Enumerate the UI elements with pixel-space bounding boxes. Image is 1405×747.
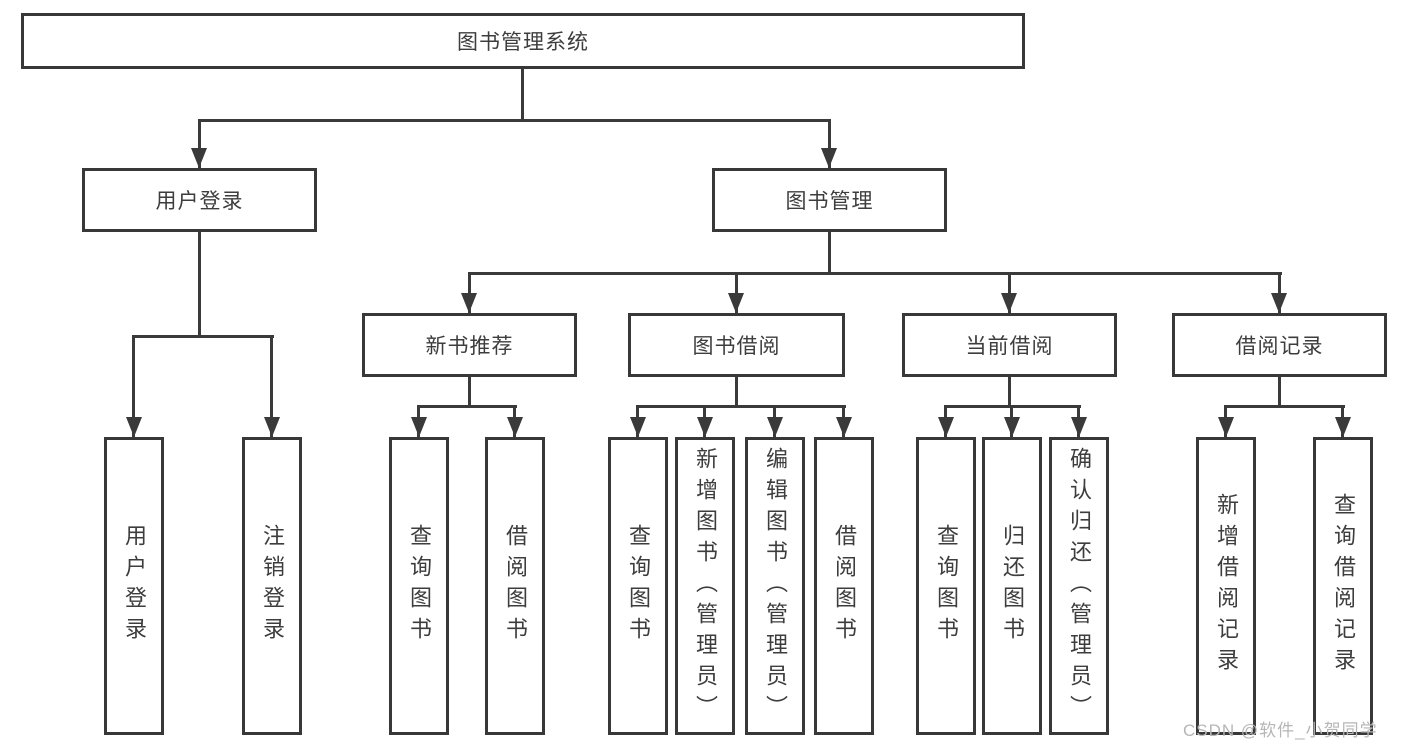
leaf-borrow-books-recommend: 借阅图书: [485, 437, 545, 735]
arrowhead-down-icon: [1218, 417, 1234, 437]
leaf-query-borrow-record: 查询借阅记录: [1313, 437, 1373, 735]
edge-user-login-stem: [198, 232, 201, 335]
leaf-label: 查询借阅记录: [1331, 493, 1356, 679]
edge-drop-current-borrow: [1008, 272, 1011, 313]
edge-drop-logout-leaf: [270, 335, 273, 437]
node-current-borrowing: 当前借阅: [902, 313, 1117, 377]
arrowhead-down-icon: [767, 417, 783, 437]
arrowhead-down-icon: [836, 417, 852, 437]
leaf-query-books-current: 查询图书: [916, 437, 976, 735]
edge-drop-user-login: [198, 119, 201, 168]
node-borrowing-records: 借阅记录: [1172, 313, 1387, 377]
leaf-label: 编辑图书（管理员）: [763, 446, 788, 726]
arrowhead-down-icon: [938, 417, 954, 437]
edge-user-login-crossbar: [132, 335, 274, 338]
arrowhead-down-icon: [411, 417, 427, 437]
leaf-return-books: 归还图书: [982, 437, 1042, 735]
arrowhead-down-icon: [1271, 293, 1287, 313]
node-book-management: 图书管理: [712, 168, 947, 232]
arrowhead-down-icon: [821, 148, 837, 168]
leaf-query-books-borrowing: 查询图书: [608, 437, 668, 735]
edge-book-borrow-stem: [735, 377, 738, 405]
edge-root-crossbar: [198, 119, 831, 122]
node-new-book-recommendation: 新书推荐: [362, 313, 577, 377]
edge-book-mgmt-crossbar: [468, 272, 1282, 275]
arrowhead-down-icon: [1001, 293, 1017, 313]
arrowhead-down-icon: [264, 417, 280, 437]
node-library-management-system: 图书管理系统: [21, 13, 1025, 69]
arrowhead-down-icon: [728, 293, 744, 313]
edge-new-book-stem: [468, 377, 471, 405]
leaf-query-books-recommend: 查询图书: [389, 437, 449, 735]
arrowhead-down-icon: [126, 417, 142, 437]
leaf-label: 查询图书: [934, 524, 959, 648]
leaf-label: 确认归还（管理员）: [1067, 446, 1092, 726]
leaf-label: 查询图书: [626, 524, 651, 648]
edge-borrow-record-stem: [1278, 377, 1281, 405]
edge-drop-book-mgmt: [828, 119, 831, 168]
edge-book-mgmt-stem: [828, 232, 831, 272]
leaf-user-login: 用户登录: [104, 437, 164, 735]
leaf-logout-login: 注销登录: [242, 437, 302, 735]
node-book-borrowing: 图书借阅: [628, 313, 845, 377]
leaf-label: 新增图书（管理员）: [693, 446, 718, 726]
leaf-label: 用户登录: [122, 524, 147, 648]
arrowhead-down-icon: [1335, 417, 1351, 437]
leaf-label: 注销登录: [260, 524, 285, 648]
leaf-label: 借阅图书: [503, 524, 528, 648]
csdn-watermark: CSDN @软件_小贺同学: [1183, 721, 1378, 740]
arrowhead-down-icon: [630, 417, 646, 437]
arrowhead-down-icon: [1004, 417, 1020, 437]
leaf-add-borrow-record: 新增借阅记录: [1196, 437, 1256, 735]
edge-drop-new-book: [468, 272, 471, 313]
leaf-borrow-books-borrowing: 借阅图书: [814, 437, 874, 735]
arrowhead-down-icon: [1071, 417, 1087, 437]
leaf-label: 归还图书: [1000, 524, 1025, 648]
leaf-label: 新增借阅记录: [1214, 493, 1239, 679]
leaf-label: 借阅图书: [832, 524, 857, 648]
edge-book-borrow-crossbar: [636, 405, 846, 408]
edge-drop-book-borrow: [735, 272, 738, 313]
edge-root-stem: [521, 69, 524, 119]
leaf-label: 查询图书: [407, 524, 432, 648]
leaf-add-books-admin: 新增图书（管理员）: [675, 437, 735, 735]
arrowhead-down-icon: [507, 417, 523, 437]
edge-drop-login-leaf: [132, 335, 135, 437]
arrowhead-down-icon: [697, 417, 713, 437]
edge-borrow-record-crossbar: [1224, 405, 1345, 408]
leaf-edit-books-admin: 编辑图书（管理员）: [745, 437, 805, 735]
edge-drop-borrow-record: [1278, 272, 1281, 313]
arrowhead-down-icon: [191, 148, 207, 168]
leaf-confirm-return-admin: 确认归还（管理员）: [1049, 437, 1109, 735]
arrowhead-down-icon: [461, 293, 477, 313]
edge-current-borrow-stem: [1008, 377, 1011, 405]
edge-new-book-crossbar: [417, 405, 517, 408]
node-user-login: 用户登录: [82, 168, 317, 232]
